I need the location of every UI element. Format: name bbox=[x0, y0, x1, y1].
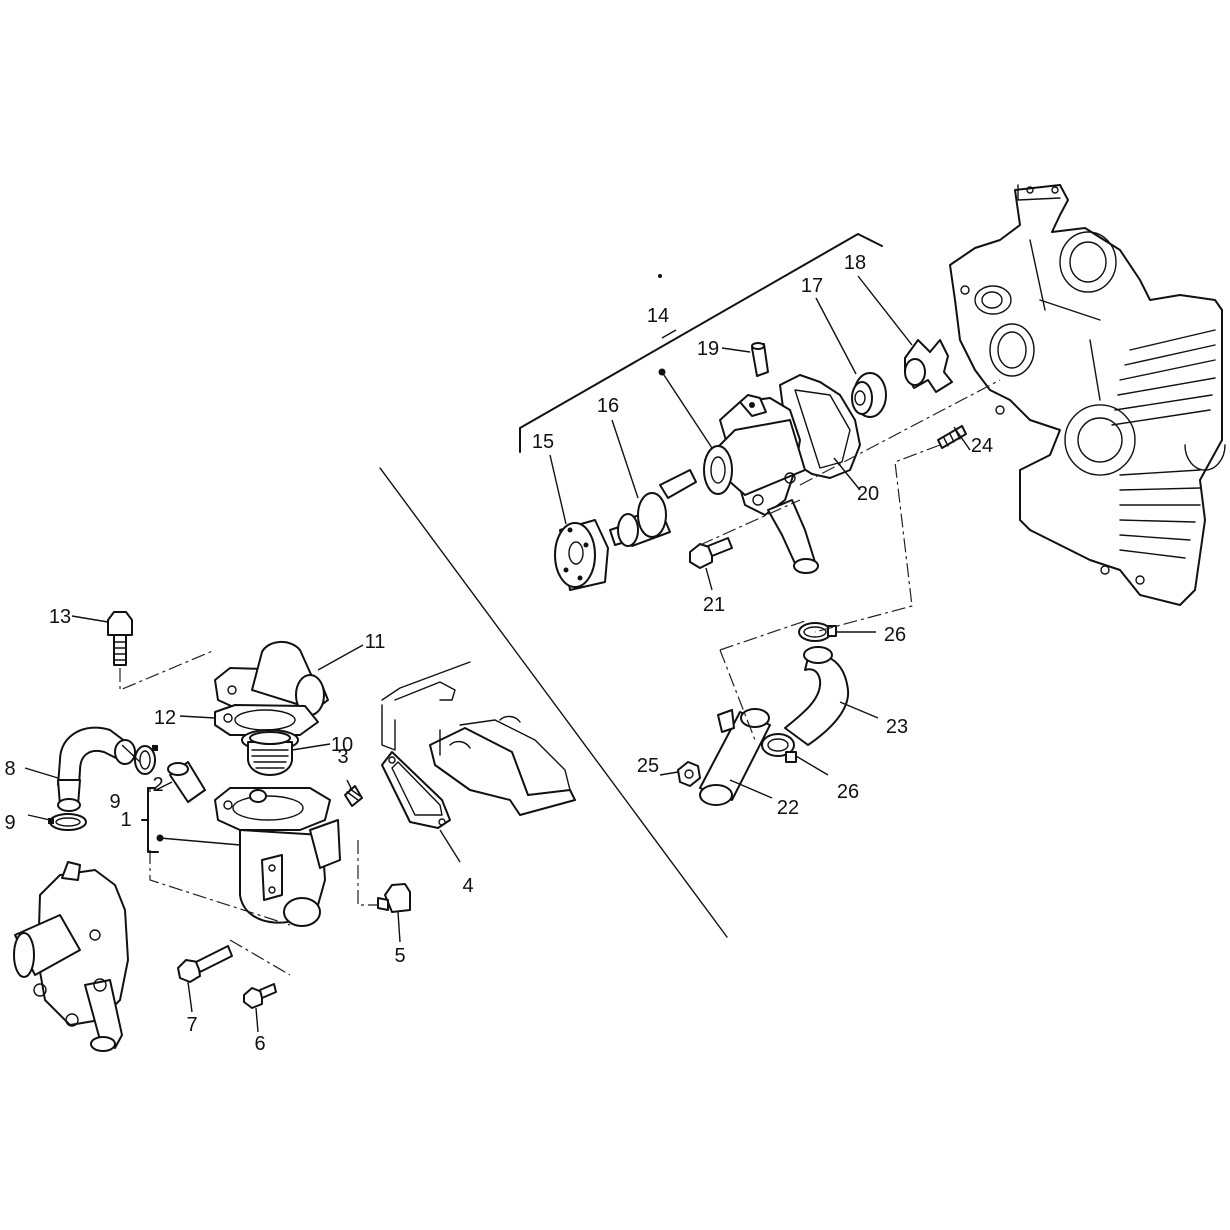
part-23-hose bbox=[784, 646, 850, 746]
cylinder-head-drawing bbox=[381, 661, 576, 816]
part-22-water-pipe bbox=[699, 708, 771, 806]
part-5-sender bbox=[377, 883, 411, 913]
assembly-line-right bbox=[699, 379, 1001, 741]
water-pump-drawing bbox=[13, 861, 129, 1052]
callout-22: 22 bbox=[777, 797, 799, 819]
callout-11: 11 bbox=[365, 631, 386, 653]
part-21-bolt bbox=[689, 537, 733, 569]
part-13-bolt bbox=[107, 611, 133, 666]
callout-6: 6 bbox=[254, 1033, 265, 1055]
callout-9-upper: 9 bbox=[109, 791, 120, 813]
registration-mark bbox=[658, 274, 662, 278]
callout-26-upper: 26 bbox=[884, 624, 906, 646]
callout-15: 15 bbox=[532, 431, 554, 453]
callout-18: 18 bbox=[844, 252, 866, 274]
part-26-hose-clamp-lower bbox=[761, 733, 797, 763]
bracket-1 bbox=[141, 787, 159, 853]
part-17-seal bbox=[851, 372, 887, 418]
callout-10: 10 bbox=[331, 734, 353, 756]
callout-5: 5 bbox=[394, 945, 405, 967]
engine-block-drawing bbox=[949, 184, 1226, 606]
callout-17: 17 bbox=[801, 275, 823, 297]
part-8-bypass-hose bbox=[57, 726, 136, 812]
callout-24: 24 bbox=[971, 435, 993, 457]
leader-assembly-1 bbox=[159, 837, 241, 846]
part-10-thermostat bbox=[241, 729, 299, 776]
leader-assembly-14 bbox=[661, 371, 713, 449]
part-12-gasket bbox=[214, 704, 319, 736]
part-26-hose-clamp-upper bbox=[798, 622, 837, 642]
callout-13: 13 bbox=[49, 606, 71, 628]
callout-9-lower: 9 bbox=[4, 812, 15, 834]
callout-23: 23 bbox=[886, 716, 908, 738]
part-2-nipple bbox=[167, 761, 206, 803]
callout-21: 21 bbox=[703, 594, 725, 616]
part-6-bolt bbox=[243, 983, 277, 1009]
callout-2: 2 bbox=[152, 774, 163, 796]
callout-25: 25 bbox=[637, 755, 659, 777]
part-14-bracket bbox=[519, 233, 883, 453]
callout-12: 12 bbox=[154, 707, 176, 729]
part-19-dowel-pin bbox=[751, 342, 769, 377]
callout-20: 20 bbox=[857, 483, 879, 505]
part-20-pump-body bbox=[703, 374, 861, 574]
part-4-gasket bbox=[381, 751, 451, 829]
part-3-plug bbox=[344, 785, 363, 807]
part-15-pulley-flange bbox=[554, 519, 609, 591]
callout-3: 3 bbox=[337, 746, 348, 768]
callout-1: 1 bbox=[120, 809, 131, 831]
part-16-shaft-bearing bbox=[609, 469, 697, 547]
part-9-hose-clamp-lower bbox=[48, 813, 87, 831]
callout-8: 8 bbox=[4, 758, 15, 780]
part-25-nut bbox=[677, 761, 701, 787]
assembly-line-left bbox=[119, 649, 378, 976]
part-11-outlet-elbow bbox=[214, 641, 329, 716]
callout-16: 16 bbox=[597, 395, 619, 417]
part-24-stud bbox=[937, 425, 967, 449]
section-divider bbox=[379, 467, 728, 938]
callout-7: 7 bbox=[186, 1014, 197, 1036]
callout-19: 19 bbox=[697, 338, 719, 360]
callout-labels: 1 2 3 4 5 6 7 8 9 9 10 11 12 13 14 15 16… bbox=[4, 252, 993, 1055]
callout-4: 4 bbox=[462, 875, 473, 897]
part-1-thermostat-housing bbox=[214, 787, 341, 927]
part-7-bolt bbox=[177, 945, 233, 983]
callout-14: 14 bbox=[647, 305, 669, 327]
leader-lines bbox=[24, 275, 971, 1033]
callout-26-lower: 26 bbox=[837, 781, 859, 803]
part-9-hose-clamp-upper bbox=[134, 745, 158, 775]
part-18-impeller bbox=[904, 339, 953, 393]
